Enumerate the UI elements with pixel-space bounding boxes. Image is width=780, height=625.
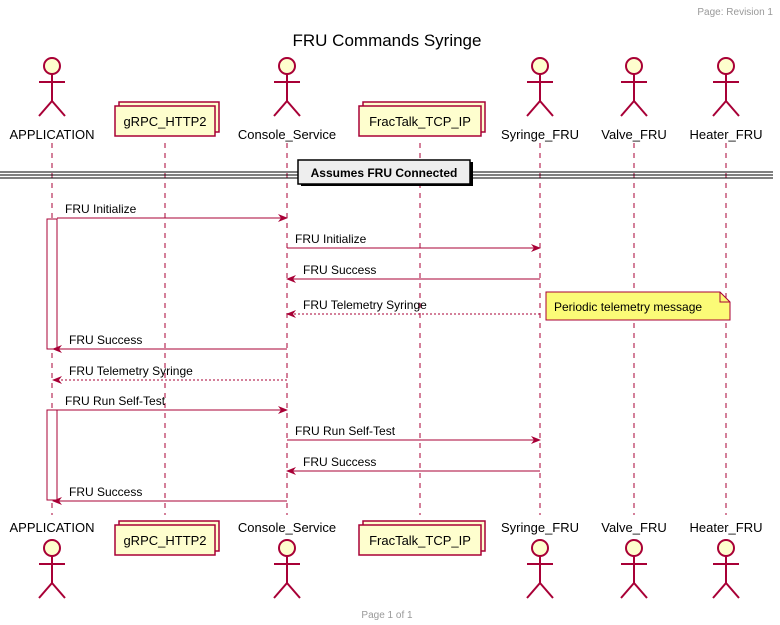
actor-console-top: Console_Service <box>238 57 336 142</box>
message: FRU Success <box>286 455 540 475</box>
message-label: FRU Initialize <box>65 202 137 216</box>
participant-label: Console_Service <box>238 520 336 535</box>
message-label: FRU Success <box>69 333 142 347</box>
message: FRU Success <box>52 333 287 353</box>
actor-heater-bottom: Heater_FRU <box>690 520 763 599</box>
message-label: FRU Run Self-Test <box>295 424 396 438</box>
message: FRU Telemetry Syringe <box>52 364 287 384</box>
participant-label: FracTalk_TCP_IP <box>369 114 471 129</box>
actor-application-top: APPLICATION <box>9 57 95 142</box>
message-label: FRU Success <box>303 263 376 277</box>
activation-bar <box>46 218 58 350</box>
message: FRU Success <box>52 485 287 505</box>
page-footer: Page 1 of 1 <box>361 610 413 621</box>
participant-label: APPLICATION <box>9 520 94 535</box>
participants: APPLICATION APPLICATION gRPC_HTTP2 gRPC_HTT… <box>9 57 763 599</box>
actor-heater-top: Heater_FRU <box>690 57 763 142</box>
participant-label: Heater_FRU <box>690 520 763 535</box>
message: FRU Run Self-Test <box>287 424 541 444</box>
revision-header: Page: Revision 1 <box>697 7 773 18</box>
participant-label: Heater_FRU <box>690 127 763 142</box>
participant-label: Valve_FRU <box>601 520 667 535</box>
actor-syringe-bottom: Syringe_FRU <box>501 520 579 599</box>
message-label: FRU Telemetry Syringe <box>69 364 193 378</box>
actor-valve-top: Valve_FRU <box>601 57 667 142</box>
divider-label: Assumes FRU Connected <box>311 166 458 180</box>
note: Periodic telemetry message <box>545 291 731 321</box>
participant-label: Valve_FRU <box>601 127 667 142</box>
participant-box-grpc-bottom: gRPC_HTTP2 <box>114 520 220 556</box>
actor-console-bottom: Console_Service <box>238 520 336 599</box>
actor-syringe-top: Syringe_FRU <box>501 57 579 142</box>
note-text: Periodic telemetry message <box>554 300 702 314</box>
message-label: FRU Success <box>303 455 376 469</box>
actor-application-bottom: APPLICATION <box>9 520 95 599</box>
actor-valve-bottom: Valve_FRU <box>601 520 667 599</box>
activation-bar <box>46 409 58 501</box>
message-label: FRU Telemetry Syringe <box>303 298 427 312</box>
message: FRU Success <box>286 263 540 283</box>
divider: Assumes FRU Connected <box>0 159 773 186</box>
participant-label: gRPC_HTTP2 <box>123 114 206 129</box>
diagram-title: FRU Commands Syringe <box>293 31 482 50</box>
participant-label: Console_Service <box>238 127 336 142</box>
participant-box-fractalk-bottom: FracTalk_TCP_IP <box>358 520 486 556</box>
message: FRU Run Self-Test <box>57 394 288 414</box>
participant-label: gRPC_HTTP2 <box>123 533 206 548</box>
message: FRU Initialize <box>57 202 288 222</box>
participant-label: Syringe_FRU <box>501 520 579 535</box>
participant-label: Syringe_FRU <box>501 127 579 142</box>
message-label: FRU Run Self-Test <box>65 394 166 408</box>
participant-label: FracTalk_TCP_IP <box>369 533 471 548</box>
activation-bars <box>46 218 58 501</box>
message: FRU Initialize <box>287 232 541 252</box>
message: FRU Telemetry Syringe <box>286 298 540 318</box>
message-label: FRU Success <box>69 485 142 499</box>
message-label: FRU Initialize <box>295 232 367 246</box>
participant-box-fractalk-top: FracTalk_TCP_IP <box>358 101 486 137</box>
participant-label: APPLICATION <box>9 127 94 142</box>
participant-box-grpc-top: gRPC_HTTP2 <box>114 101 220 137</box>
lifelines <box>51 143 727 515</box>
